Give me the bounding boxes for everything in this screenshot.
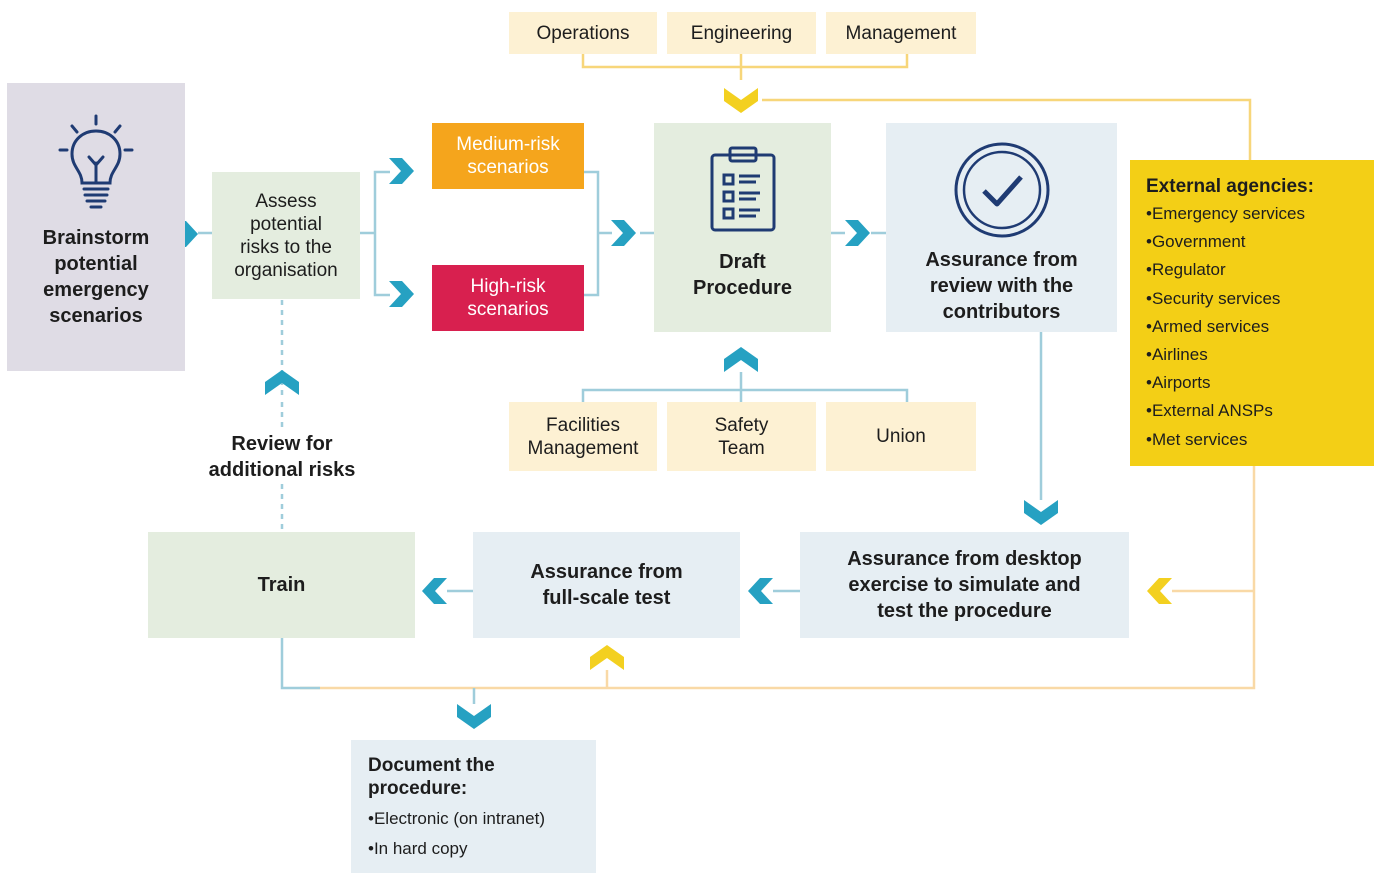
train-box: Train (148, 532, 415, 638)
medium-risk-box: Medium-risk scenarios (432, 123, 584, 189)
list-item: Met services (1146, 426, 1374, 454)
list-item: External ANSPs (1146, 397, 1374, 425)
arrow-right-icon (389, 158, 414, 184)
list-item: Airlines (1146, 341, 1374, 369)
contributor-union: Union (826, 402, 976, 471)
document-procedure-box: Document the procedure: Electronic (on i… (351, 740, 596, 873)
list-item: In hard copy (368, 834, 596, 864)
draft-procedure-box: Draft Procedure (654, 123, 831, 332)
desktop-exercise-box: Assurance from desktop exercise to simul… (800, 532, 1129, 638)
contributor-safety-team: Safety Team (667, 402, 816, 471)
arrow-down-icon (457, 704, 491, 729)
arrow-left-icon (1147, 578, 1172, 604)
list-item: Electronic (on intranet) (368, 804, 596, 834)
assess-risks-box: Assess potential risks to the organisati… (212, 172, 360, 299)
arrow-left-icon (748, 578, 773, 604)
brainstorm-label: Brainstorm potential emergency scenarios (42, 227, 150, 327)
arrow-right-icon (611, 220, 636, 246)
arrow-down-icon (1024, 500, 1058, 525)
external-agencies-title: External agencies: (1146, 176, 1314, 197)
contributor-engineering: Engineering (667, 12, 816, 54)
arrow-right-icon (845, 220, 870, 246)
arrow-up-icon (590, 645, 624, 670)
lightbulb-icon (58, 114, 134, 209)
external-agencies-list: Emergency services Government Regulator … (1146, 200, 1374, 454)
clipboard-checklist-icon (710, 146, 775, 232)
arrow-up-icon (265, 370, 299, 395)
contributor-facilities-management: Facilities Management (509, 402, 657, 471)
list-item: Airports (1146, 369, 1374, 397)
high-risk-box: High-risk scenarios (432, 265, 584, 331)
review-additional-risks-label: Review for additional risks (208, 433, 356, 481)
contributor-operations: Operations (509, 12, 657, 54)
contributor-management: Management (826, 12, 976, 54)
draft-procedure-label: Draft Procedure (693, 251, 792, 299)
full-scale-test-box: Assurance from full-scale test (473, 532, 740, 638)
list-item: Emergency services (1146, 200, 1374, 228)
document-procedure-list: Electronic (on intranet) In hard copy (368, 804, 596, 864)
list-item: Government (1146, 228, 1374, 256)
list-item: Security services (1146, 285, 1374, 313)
brainstorm-box: Brainstorm potential emergency scenarios (7, 83, 185, 371)
arrow-left-icon (422, 578, 447, 604)
assurance-review-box: Assurance from review with the contribut… (886, 123, 1117, 332)
external-agencies-box: External agencies: Emergency services Go… (1130, 160, 1374, 466)
checkmark-circle-icon (954, 142, 1049, 238)
arrow-up-icon (724, 347, 758, 372)
list-item: Regulator (1146, 256, 1374, 284)
document-procedure-title: Document the procedure: (368, 755, 495, 799)
arrow-right-icon (389, 281, 414, 307)
list-item: Armed services (1146, 313, 1374, 341)
assurance-review-label: Assurance from review with the contribut… (925, 249, 1078, 323)
arrow-down-icon (724, 88, 758, 113)
